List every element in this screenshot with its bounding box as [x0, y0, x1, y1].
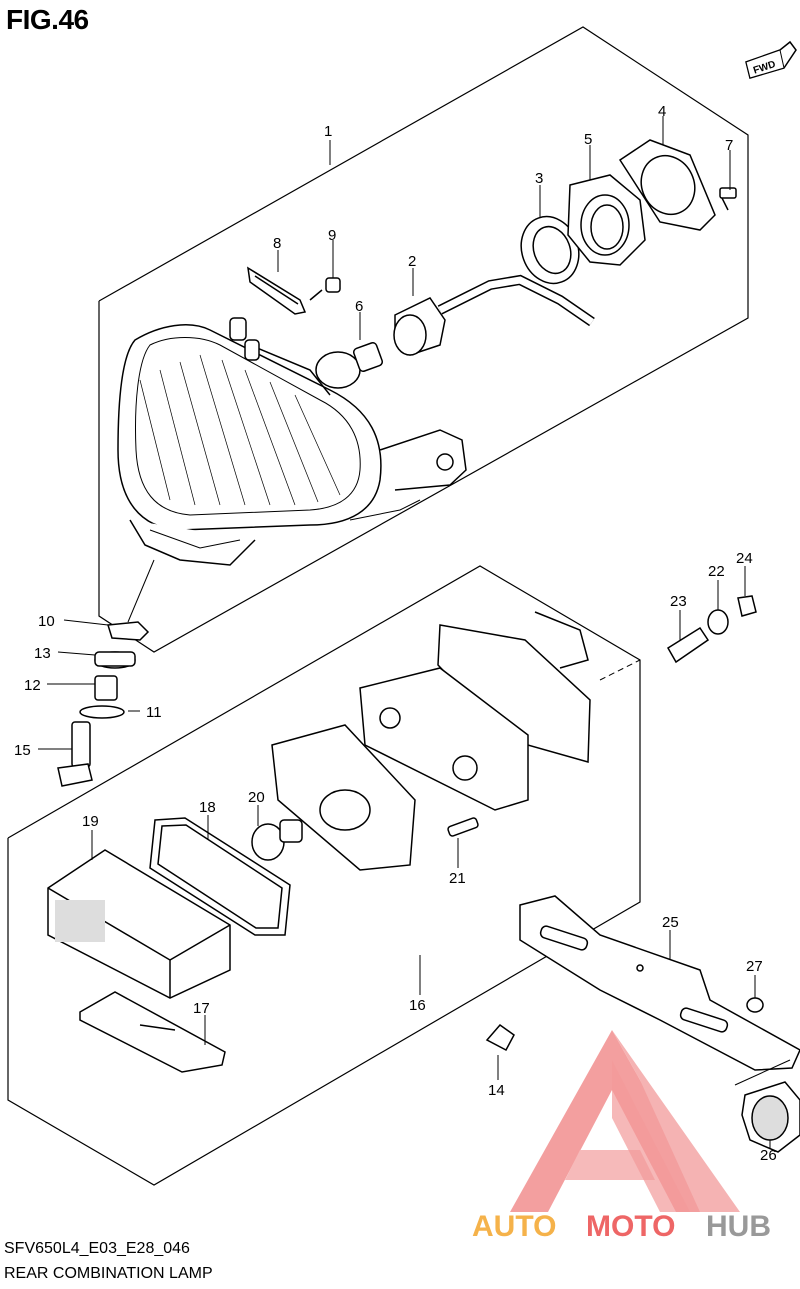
bolt-21 — [447, 817, 479, 837]
callout-27: 27 — [746, 958, 763, 975]
callout-4: 4 — [658, 103, 666, 120]
fwd-arrow-icon: FWD — [745, 40, 797, 79]
upper-assembly-frame — [98, 26, 749, 653]
watermark-auto: AUTO — [472, 1210, 556, 1243]
callout-10: 10 — [38, 613, 55, 630]
callout-25: 25 — [662, 914, 679, 931]
callout-7: 7 — [725, 137, 733, 154]
callout-1: 1 — [324, 123, 332, 140]
watermark-logo-icon — [510, 1030, 740, 1212]
nut-5 — [567, 174, 646, 266]
figure-title: FIG.46 — [6, 4, 89, 35]
watermark-moto: MOTO — [586, 1210, 675, 1243]
lower-assembly-frame — [7, 565, 641, 1186]
clip-8 — [247, 266, 307, 315]
leader-lines — [38, 116, 791, 1148]
screw-7 — [719, 187, 737, 211]
callout-18: 18 — [199, 799, 216, 816]
callout-23: 23 — [670, 593, 687, 610]
callout-21: 21 — [449, 870, 466, 887]
callout-9: 9 — [328, 227, 336, 244]
callout-15: 15 — [14, 742, 31, 759]
callout-8: 8 — [273, 235, 281, 252]
callout-17: 17 — [193, 1000, 210, 1017]
callout-2: 2 — [408, 253, 416, 270]
bulb-6 — [315, 341, 384, 389]
callout-12: 12 — [24, 677, 41, 694]
callout-3: 3 — [535, 170, 543, 187]
bracket-25 — [519, 895, 800, 1071]
callout-14: 14 — [488, 1082, 505, 1099]
callout-labels: 1 2 3 4 5 6 7 8 9 10 11 12 13 14 15 16 1… — [14, 103, 777, 1164]
gasket-4 — [618, 139, 716, 231]
grommet-14 — [485, 1023, 515, 1052]
figure-code: SFV650L4_E03_E28_046 — [4, 1240, 190, 1257]
mount-stack — [57, 621, 150, 787]
callout-5: 5 — [584, 131, 592, 148]
reflector-17 — [79, 991, 226, 1073]
callout-26: 26 — [760, 1147, 777, 1164]
lamp-housing — [117, 317, 467, 566]
lower-lamp-body — [271, 611, 591, 871]
callout-11: 11 — [146, 704, 162, 721]
callout-6: 6 — [355, 298, 363, 315]
figure-name: REAR COMBINATION LAMP — [4, 1265, 213, 1282]
nut-27 — [746, 997, 764, 1013]
watermark-text: AUTO MOTO HUB — [472, 1210, 771, 1243]
callout-22: 22 — [708, 563, 725, 580]
gasket-18 — [149, 817, 291, 936]
callout-24: 24 — [736, 550, 753, 567]
callout-13: 13 — [34, 645, 51, 662]
lens-19 — [47, 849, 231, 999]
reflector-26 — [741, 1081, 800, 1153]
screw-9 — [309, 277, 341, 301]
callout-16: 16 — [409, 997, 426, 1014]
callout-20: 20 — [248, 789, 265, 806]
watermark-hub: HUB — [706, 1210, 771, 1243]
bulb-20 — [251, 819, 303, 861]
socket-wire-2 — [393, 274, 595, 356]
callout-19: 19 — [82, 813, 99, 830]
